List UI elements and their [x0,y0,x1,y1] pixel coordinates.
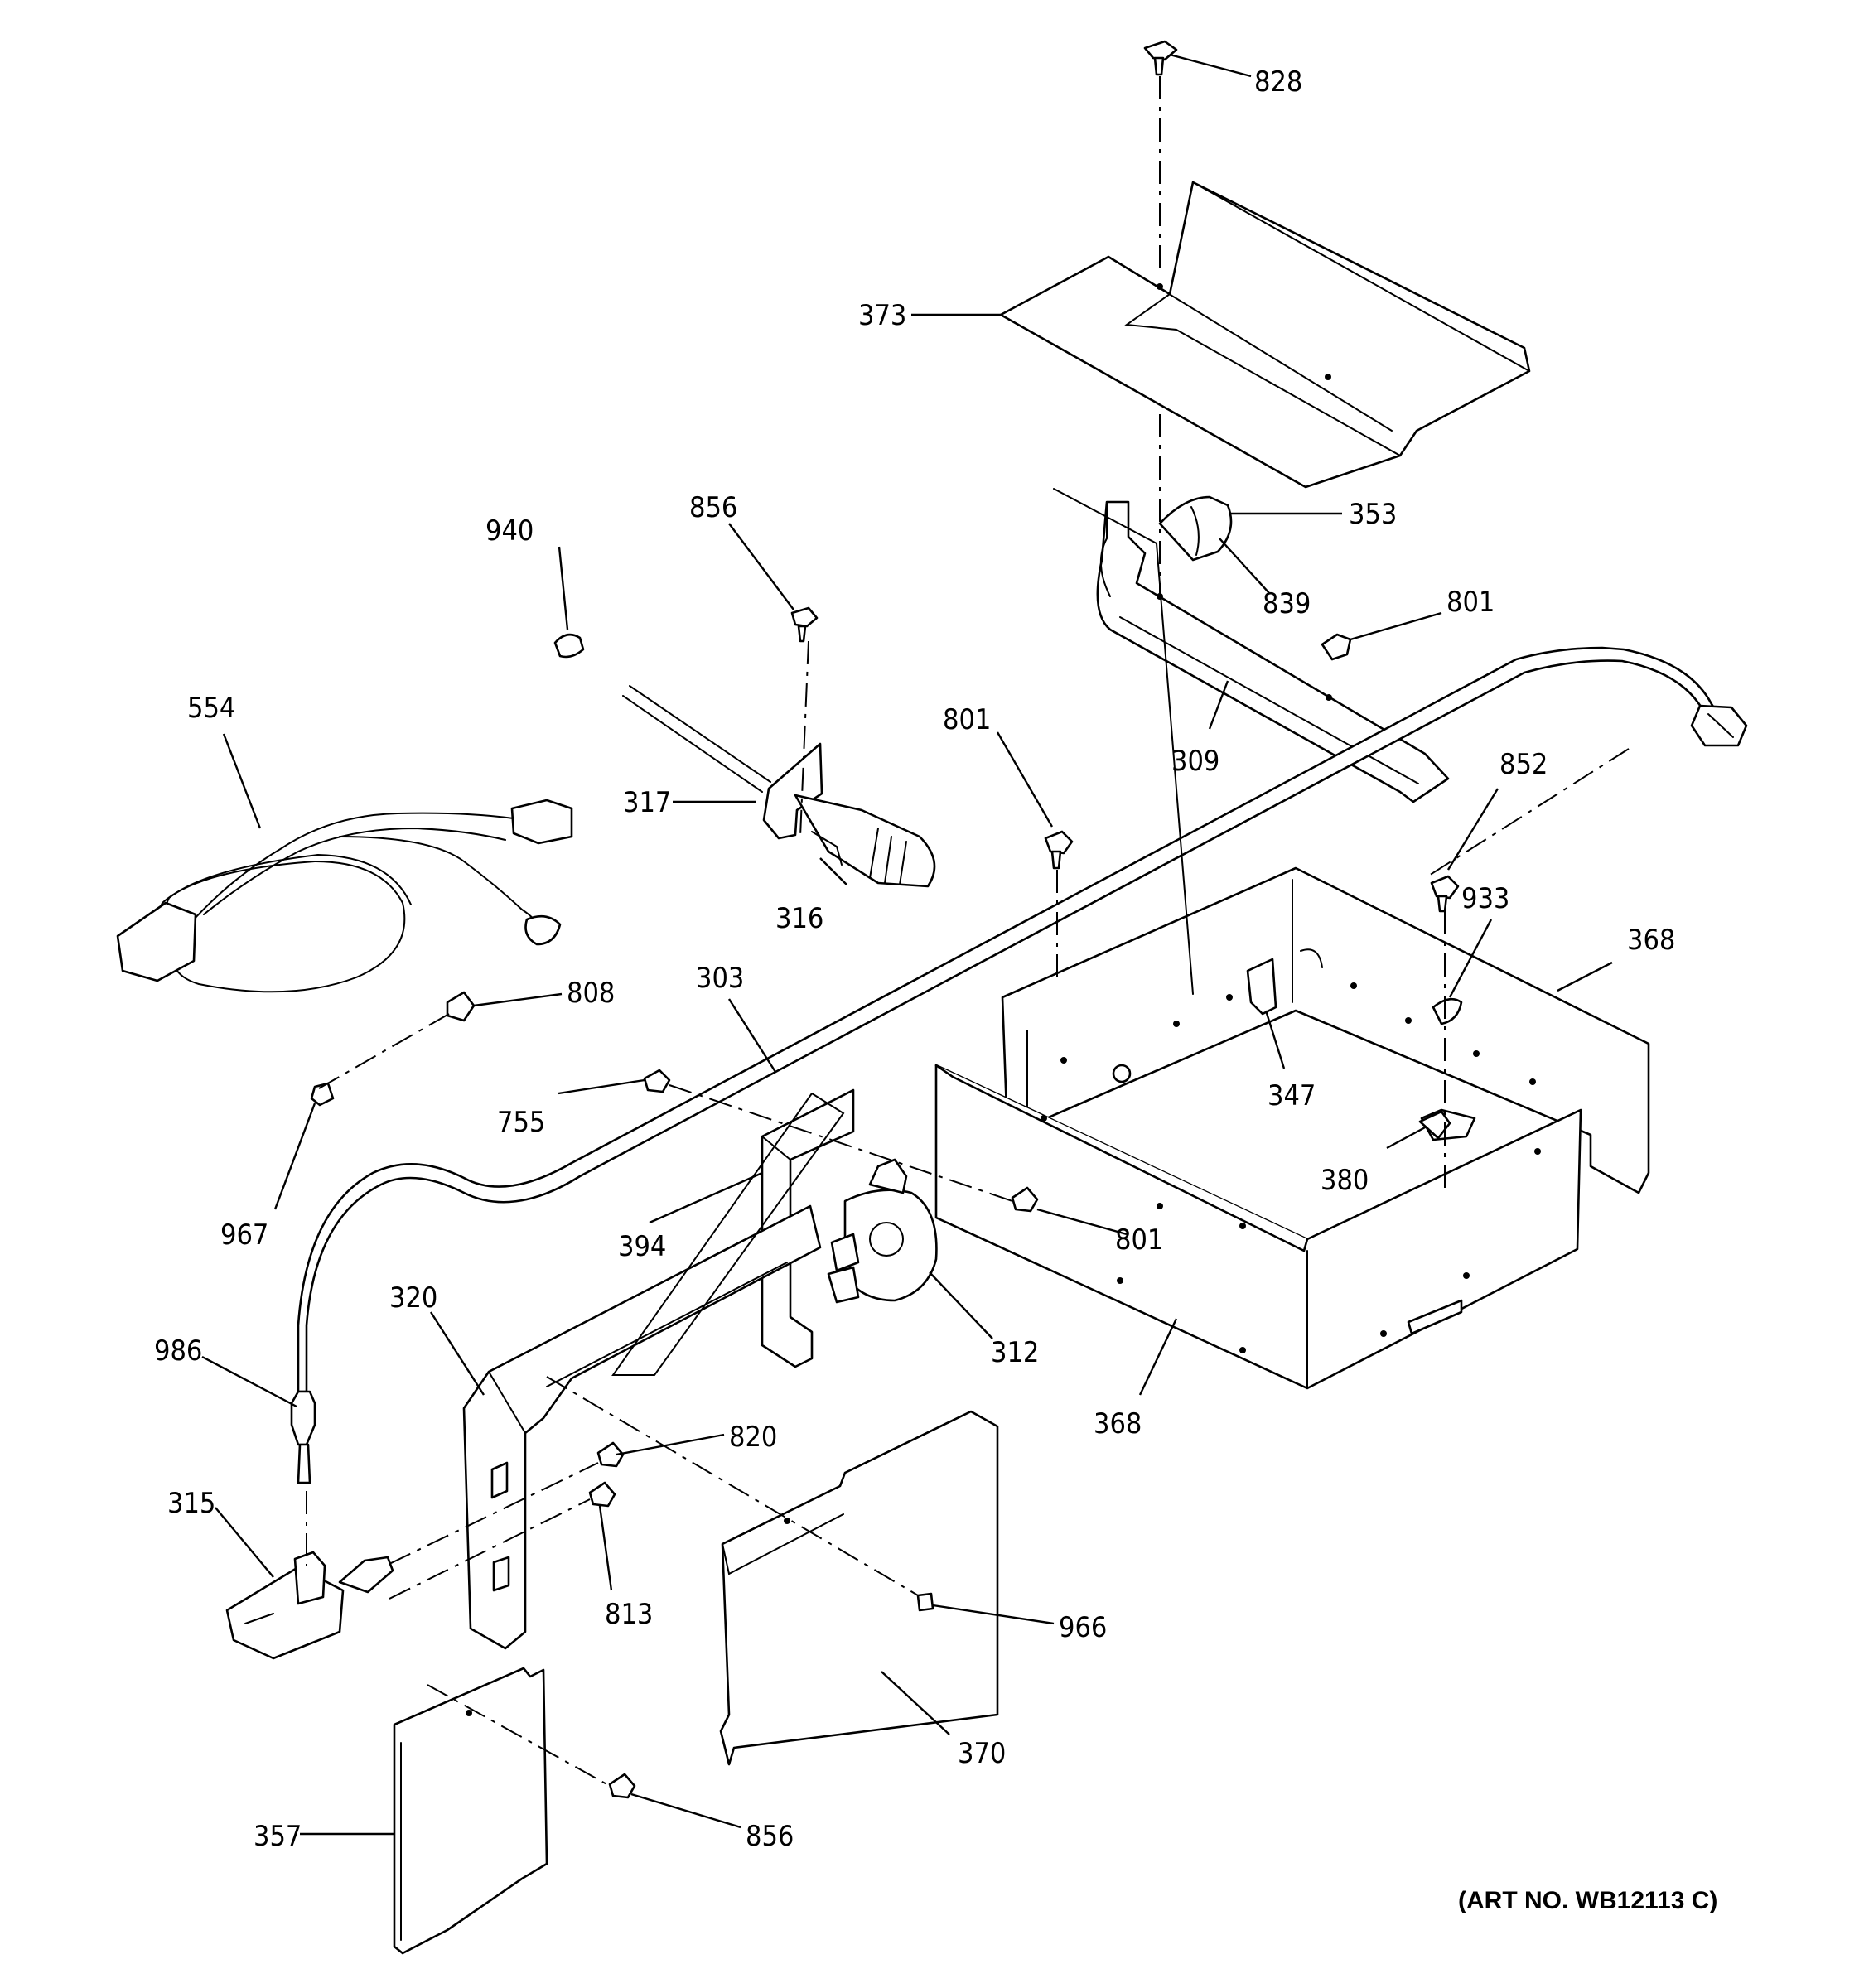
callout-316: 316 [775,902,823,935]
callout-309: 309 [1171,745,1219,778]
deflector-plate [999,181,1531,489]
callout-312: 312 [991,1336,1039,1369]
callout-755: 755 [497,1106,545,1139]
callout-357: 357 [254,1820,302,1853]
callout-839: 839 [1263,587,1311,620]
callout-801-c: 801 [1115,1223,1163,1257]
callout-986: 986 [154,1334,202,1368]
callout-933: 933 [1461,882,1509,915]
leader-lines [201,53,1613,1836]
callout-368-a: 368 [1627,924,1675,957]
callout-554: 554 [187,692,235,725]
safety-valve [225,1551,394,1660]
igniter-assembly [622,685,936,888]
callout-labels: 828 373 353 839 801 309 940 856 554 317 … [154,65,1675,1853]
callout-820: 820 [729,1421,777,1454]
fasteners [310,40,1463,1799]
callout-852: 852 [1499,748,1548,781]
art-number: (ART NO. WB12113 C) [1458,1887,1717,1914]
callout-373: 373 [858,299,906,332]
callout-808: 808 [567,977,615,1010]
callout-940: 940 [485,514,534,548]
callout-315: 315 [167,1487,215,1520]
callout-966: 966 [1059,1611,1107,1644]
callout-828: 828 [1254,65,1302,99]
callout-347: 347 [1268,1079,1316,1112]
callout-856-b: 856 [746,1820,794,1853]
burner-tube [1096,495,1450,803]
callout-303: 303 [696,962,744,995]
callout-320: 320 [389,1281,437,1315]
callout-368-b: 368 [1094,1407,1142,1440]
shield-plate-357 [393,1667,548,1955]
callout-813: 813 [605,1598,653,1631]
gas-manifold-pipe [290,646,1748,1484]
mounting-bracket [462,1204,822,1650]
callout-801-a: 801 [1446,586,1495,619]
shield-plate-370 [719,1410,999,1766]
callout-394: 394 [618,1230,666,1263]
callout-370: 370 [958,1737,1006,1770]
callout-967: 967 [220,1218,268,1252]
callout-317: 317 [623,786,671,819]
assembly-lines [306,76,1630,1787]
valve-and-bracket [761,1088,938,1368]
callout-856-a: 856 [689,491,737,524]
callout-801-b: 801 [943,703,991,736]
callout-353: 353 [1349,498,1397,531]
power-cord [116,799,573,993]
callout-380: 380 [1321,1164,1369,1197]
burner-box [934,866,1650,1390]
